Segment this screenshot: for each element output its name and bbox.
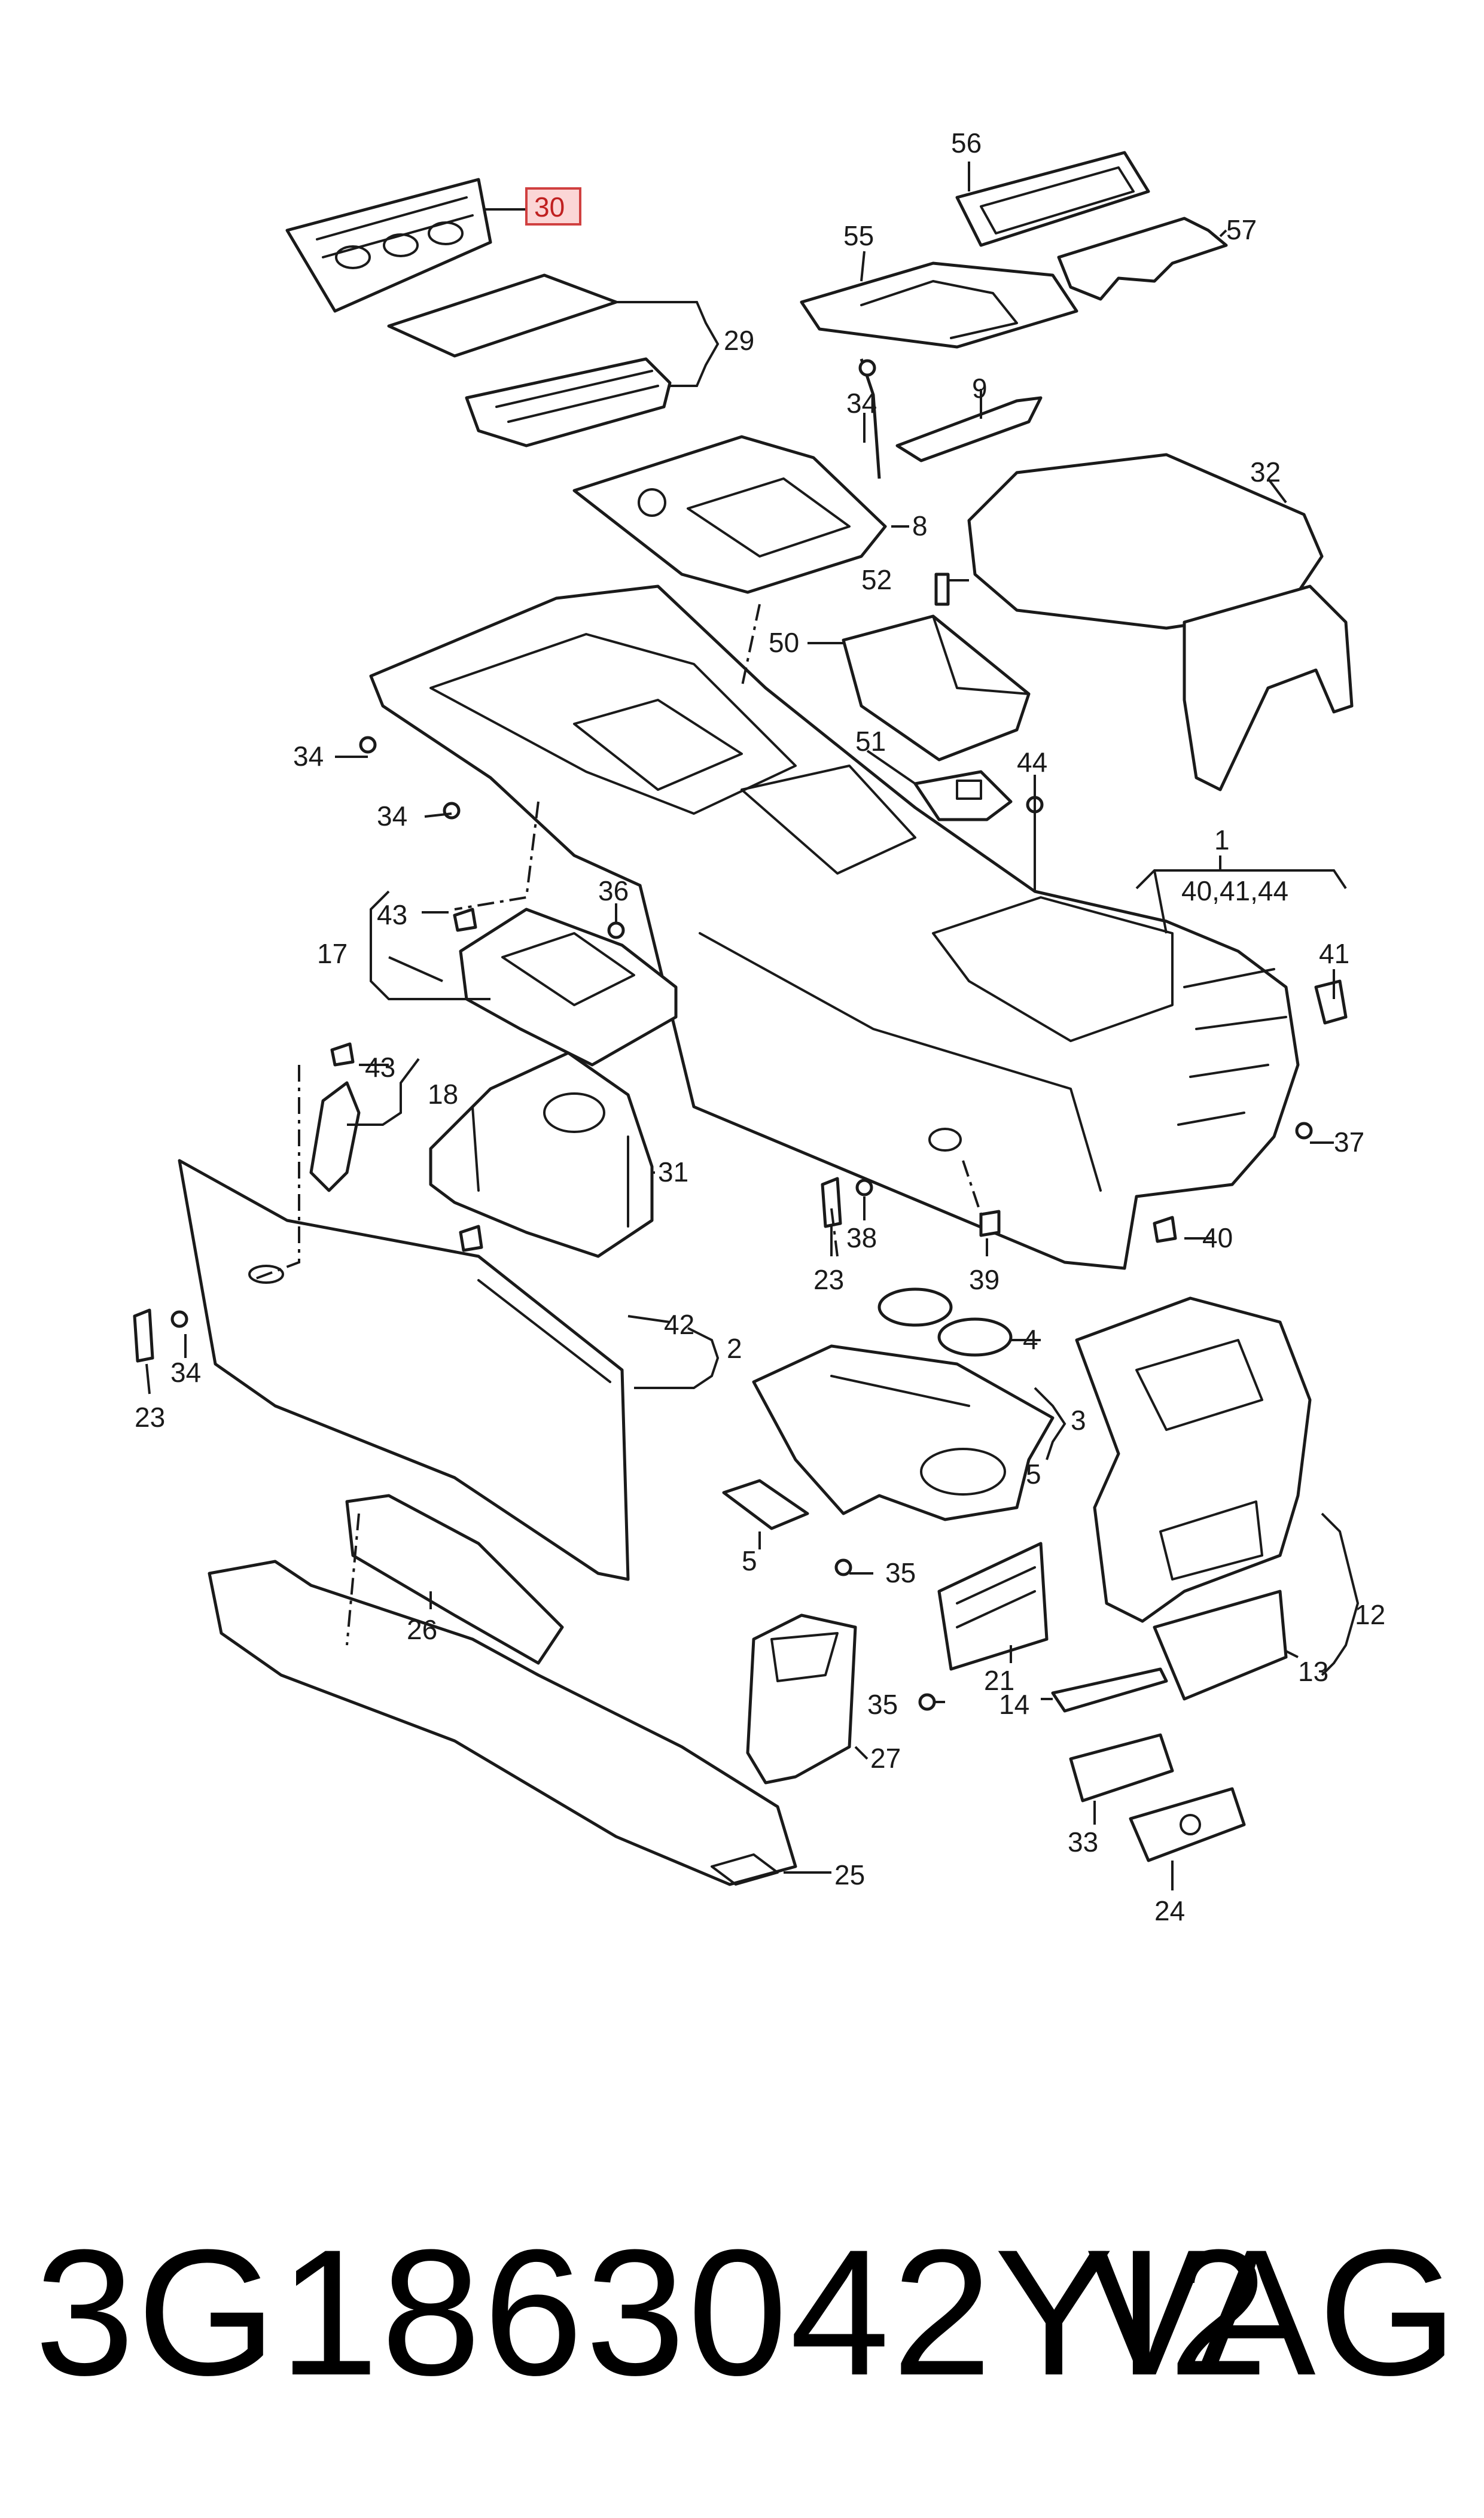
callout-2[interactable]: 2 (727, 1333, 742, 1364)
exploded-parts-diagram: 56 57 55 30 29 34 9 32 8 52 50 34 34 51 … (133, 127, 1385, 1926)
part-4-cup-holder-rings[interactable] (877, 1287, 1013, 1357)
part-26-trim[interactable] (345, 1494, 564, 1665)
callout-34-left[interactable]: 34 (293, 741, 324, 772)
callout-40-41-44[interactable]: 40,41,44 (1181, 875, 1288, 906)
callout-8[interactable]: 8 (912, 510, 928, 541)
callout-24[interactable]: 24 (1154, 1895, 1185, 1926)
callout-5-left[interactable]: 5 (742, 1545, 757, 1576)
callout-3[interactable]: 3 (1071, 1405, 1086, 1436)
callout-39[interactable]: 39 (969, 1264, 1000, 1295)
part-5-insert[interactable] (722, 1479, 809, 1530)
callout-30-highlight[interactable]: 30 (525, 187, 581, 226)
callout-50[interactable]: 50 (769, 627, 799, 658)
callout-32[interactable]: 32 (1250, 456, 1281, 488)
part-13-panel[interactable] (1153, 1590, 1288, 1701)
part-56-tray[interactable] (955, 151, 1150, 247)
part-29-storage-trays[interactable] (387, 273, 672, 447)
callout-37[interactable]: 37 (1334, 1126, 1364, 1158)
callout-23-mid[interactable]: 23 (813, 1264, 844, 1295)
callout-44[interactable]: 44 (1017, 747, 1047, 778)
callout-1[interactable]: 1 (1214, 824, 1230, 855)
callout-35-low[interactable]: 35 (867, 1689, 898, 1720)
callout-25[interactable]: 25 (834, 1859, 865, 1890)
part-1-center-console[interactable] (369, 584, 1300, 1270)
part-51-switch[interactable] (913, 770, 1013, 821)
part-21-bracket[interactable] (937, 1542, 1049, 1671)
part-12-rear-vent-panel[interactable] (1075, 1296, 1312, 1623)
callout-14[interactable]: 14 (999, 1689, 1029, 1720)
part-24-outlet[interactable] (1129, 1787, 1246, 1862)
callout-34-mid[interactable]: 34 (377, 800, 407, 832)
callout-13[interactable]: 13 (1298, 1656, 1328, 1687)
callout-43-mid[interactable]: 43 (365, 1052, 395, 1083)
fasteners (133, 358, 1348, 1711)
callout-36[interactable]: 36 (598, 875, 629, 906)
callout-34-low[interactable]: 34 (170, 1357, 201, 1388)
callout-17[interactable]: 17 (317, 938, 348, 969)
part-33-switch[interactable] (1069, 1733, 1174, 1803)
callout-52[interactable]: 52 (861, 564, 892, 595)
callout-40[interactable]: 40 (1202, 1222, 1233, 1253)
callout-29[interactable]: 29 (724, 325, 754, 356)
part-31-shifter-housing[interactable] (429, 1051, 654, 1258)
part-17-bracket[interactable] (459, 908, 678, 1067)
assembly-lines (251, 604, 982, 1646)
part-25-lower-trim[interactable] (208, 1560, 797, 1886)
callout-30[interactable]: 30 (534, 191, 565, 223)
brand-name: VAG (1087, 2212, 1460, 2413)
callout-18[interactable]: 18 (428, 1079, 458, 1110)
part-18-bracket[interactable] (309, 1081, 361, 1192)
callouts: 56 57 55 30 29 34 9 32 8 52 50 34 34 51 … (135, 127, 1385, 1926)
callout-27[interactable]: 27 (870, 1743, 901, 1774)
callout-51[interactable]: 51 (855, 726, 886, 757)
callout-12[interactable]: 12 (1355, 1599, 1385, 1630)
part-number: 3G1863042YI2 (35, 2212, 1271, 2413)
callout-31[interactable]: 31 (658, 1156, 688, 1188)
callout-33[interactable]: 33 (1068, 1826, 1098, 1858)
callout-56[interactable]: 56 (951, 127, 982, 159)
part-14-strip[interactable] (1051, 1667, 1168, 1713)
callout-4[interactable]: 4 (1023, 1324, 1038, 1355)
part-55-console-insert[interactable] (800, 261, 1078, 349)
callout-26[interactable]: 26 (407, 1614, 437, 1645)
part-50-storage-bin[interactable] (842, 614, 1031, 762)
callout-41[interactable]: 41 (1319, 938, 1349, 969)
part-9-trim-strip[interactable] (895, 396, 1043, 462)
callout-43-top[interactable]: 43 (377, 899, 407, 930)
callout-9[interactable]: 9 (972, 373, 988, 404)
callout-42[interactable]: 42 (664, 1309, 694, 1340)
part-label-footer: 3G1863042YI2 VAG (0, 2213, 1484, 2411)
callout-55[interactable]: 55 (843, 220, 874, 251)
callout-38[interactable]: 38 (846, 1222, 877, 1253)
callout-5-right[interactable]: 5 (1026, 1459, 1041, 1490)
part-32-armrest[interactable] (967, 453, 1354, 791)
part-30-climate-panel[interactable] (285, 178, 492, 313)
callout-21[interactable]: 21 (984, 1665, 1014, 1696)
part-27-rear-trim[interactable] (746, 1613, 857, 1785)
callout-23-low[interactable]: 23 (135, 1402, 165, 1433)
callout-34-top[interactable]: 34 (846, 388, 877, 419)
callout-57[interactable]: 57 (1226, 214, 1257, 245)
part-8-shifter-surround[interactable] (572, 435, 887, 594)
part-3-cup-holder[interactable] (752, 1344, 1055, 1521)
leader-lines (145, 162, 1360, 1890)
part-57-bracket[interactable] (1057, 217, 1228, 301)
callout-35-top[interactable]: 35 (885, 1557, 916, 1588)
